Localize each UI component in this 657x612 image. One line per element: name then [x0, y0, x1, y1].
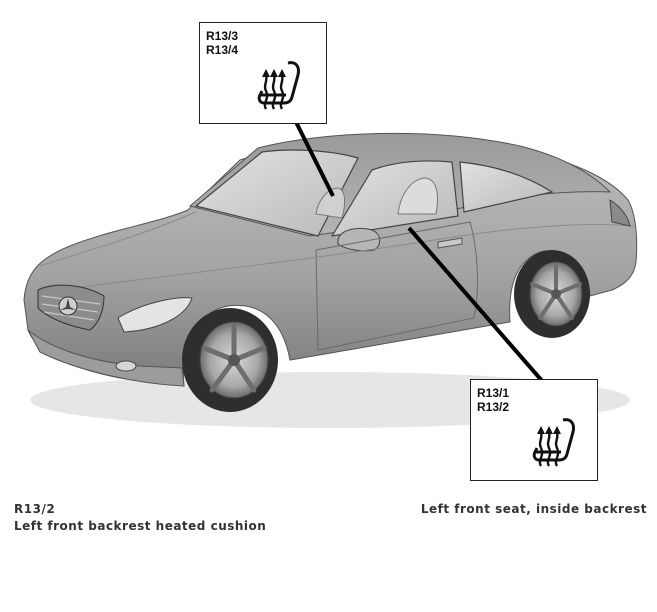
callout-box-top: R13/3 R13/4: [199, 22, 327, 124]
headlight: [117, 297, 193, 333]
front-wheel: [182, 308, 278, 412]
component-code: R13/3: [206, 29, 239, 43]
side-window-rear: [459, 161, 554, 213]
callout-box-bottom: R13/1 R13/2: [470, 379, 598, 481]
caption-component-description: Left front backrest heated cushion: [14, 519, 267, 533]
hood-line: [39, 211, 197, 267]
component-code: R13/1: [477, 386, 510, 400]
callout-codes-bottom: R13/1 R13/2: [477, 386, 509, 414]
leader-line-top: [294, 121, 335, 197]
caption-location: Left front seat, inside backrest: [420, 502, 647, 516]
seat-backrest-visible: [397, 177, 438, 215]
door-handle: [437, 237, 463, 249]
callout-codes-top: R13/3 R13/4: [206, 29, 238, 57]
seat-backrest-passenger: [315, 187, 346, 219]
heated-seat-icon: [532, 418, 575, 467]
body-crease: [59, 223, 635, 291]
fog-light: [115, 360, 137, 372]
component-code: R13/4: [206, 43, 239, 57]
front-bumper: [27, 329, 185, 387]
rear-wheel: [514, 250, 590, 338]
caption-component-code: R13/2: [14, 502, 56, 516]
heated-seat-icon: [257, 61, 300, 110]
component-code: R13/2: [477, 400, 510, 414]
door-outline: [315, 221, 478, 351]
side-mirror: [337, 227, 381, 252]
tail-light: [609, 199, 631, 227]
leader-line-bottom: [407, 226, 545, 384]
